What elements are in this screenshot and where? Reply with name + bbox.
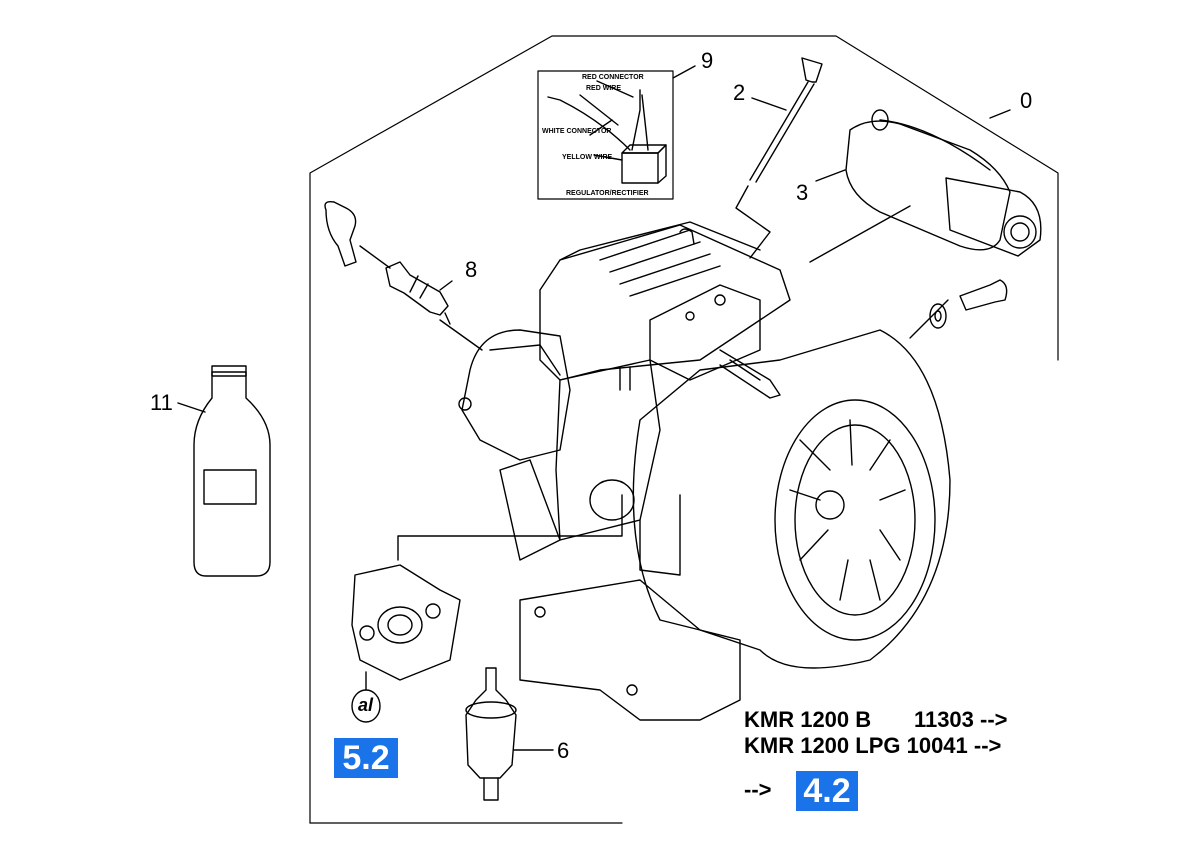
callout-6: 6 (557, 738, 570, 763)
callout-2: 2 (733, 80, 746, 105)
callout-11: 11 (150, 390, 173, 415)
spark-plug (385, 261, 449, 316)
arrow-prefix: --> (744, 777, 772, 802)
callout-9: 9 (701, 48, 714, 73)
inset-label-yellow-wire: YELLOW WIRE (562, 154, 613, 161)
callout-8: 8 (465, 257, 478, 282)
fuel-filter (465, 667, 517, 779)
frame-outline (309, 35, 1059, 824)
spark-cap (324, 200, 357, 267)
inset-label-white-connector: WHITE CONNECTOR (542, 128, 612, 135)
model-line-1: KMR 1200 B 11303 --> (744, 707, 1008, 732)
carburetor-ref-link[interactable]: 5.2 (334, 738, 398, 778)
regulator-box (621, 152, 659, 184)
dipstick (801, 57, 823, 83)
inset-label-regulator: REGULATOR/RECTIFIER (566, 190, 649, 197)
inset-label-red-wire: RED WIRE (586, 85, 621, 92)
engine-ref-link[interactable]: 4.2 (796, 771, 858, 811)
carburetor-badge: al (358, 695, 374, 715)
bolt (959, 279, 1008, 311)
model-line-2: KMR 1200 LPG 10041 --> (744, 733, 1002, 758)
carburetor (351, 564, 461, 681)
callout-0: 0 (1020, 88, 1033, 113)
oil-bottle (193, 371, 271, 577)
engine-block (539, 224, 791, 381)
callout-3: 3 (796, 180, 809, 205)
regulator-inset-box (537, 70, 674, 200)
inset-label-red-connector: RED CONNECTOR (582, 74, 644, 81)
